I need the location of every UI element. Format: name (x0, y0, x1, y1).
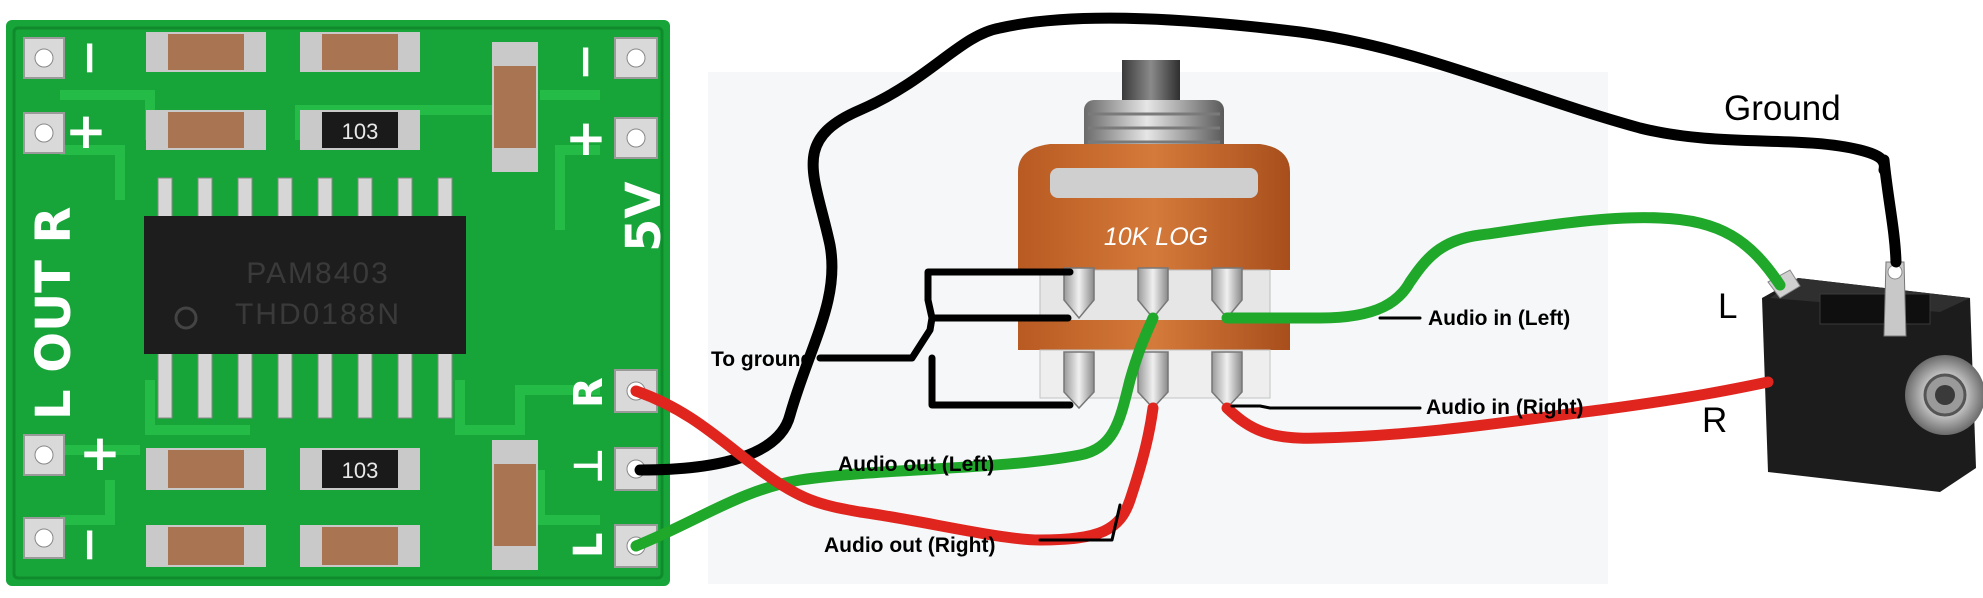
leader-audio-in-right (1230, 404, 1422, 410)
silk-minus-1: − (61, 39, 115, 78)
smd-components-top (146, 32, 538, 172)
audio-jack (1762, 261, 1983, 492)
pot-label: 10K LOG (1104, 223, 1208, 251)
label-audio-out-right: Audio out (Right) (824, 534, 995, 557)
silk-minus-3: − (61, 526, 115, 565)
silk-pin-l: L (566, 533, 612, 559)
wire-audio-left (630, 312, 1159, 552)
silk-plus-2: + (565, 109, 607, 167)
wire-audio-right (630, 385, 1159, 546)
silk-pin-ground: ⊥ (566, 447, 612, 484)
label-jack-right: R (1702, 401, 1727, 440)
board-pads-right (614, 37, 658, 568)
resistor-code-top: 103 (342, 119, 379, 144)
pot-pins-upper (1063, 267, 1243, 320)
label-audio-out-left: Audio out (Left) (838, 453, 994, 476)
label-audio-in-right: Audio in (Right) (1426, 396, 1583, 419)
wire-ground (634, 12, 1890, 476)
smd-components-bottom (146, 440, 538, 570)
label-jack-left: L (1718, 287, 1737, 326)
label-jack-ground: Ground (1724, 89, 1841, 128)
pot-body (1018, 144, 1290, 270)
wire-audio-in-left (1221, 212, 1786, 324)
silk-pin-r: R (566, 377, 612, 408)
silk-plus-1: + (65, 102, 107, 160)
wire-ground-branch (816, 268, 1074, 409)
amplifier-chip (144, 216, 466, 354)
resistor-code-bottom: 103 (342, 458, 379, 483)
silk-plus-3: + (79, 424, 121, 482)
jack-body (1762, 278, 1976, 492)
pot-pins-lower (1063, 351, 1243, 410)
chip-line2: THD0188N (235, 298, 401, 331)
wire-audio-in-right (1221, 376, 1774, 444)
amplifier-board: PAM8403 THD0188N L OUT R 5V R ⊥ L + − + … (6, 20, 672, 586)
wires (630, 12, 1902, 552)
label-to-ground: To ground (711, 348, 813, 371)
chip-line1: PAM8403 (246, 257, 390, 290)
label-audio-in-left: Audio in (Left) (1428, 307, 1570, 330)
leader-audio-out-right (1038, 503, 1122, 542)
board-pads-left (23, 37, 65, 559)
silk-l-out-r: L OUT R (26, 207, 82, 421)
silk-minus-2: − (557, 43, 611, 82)
silk-5v: 5V (616, 181, 672, 252)
